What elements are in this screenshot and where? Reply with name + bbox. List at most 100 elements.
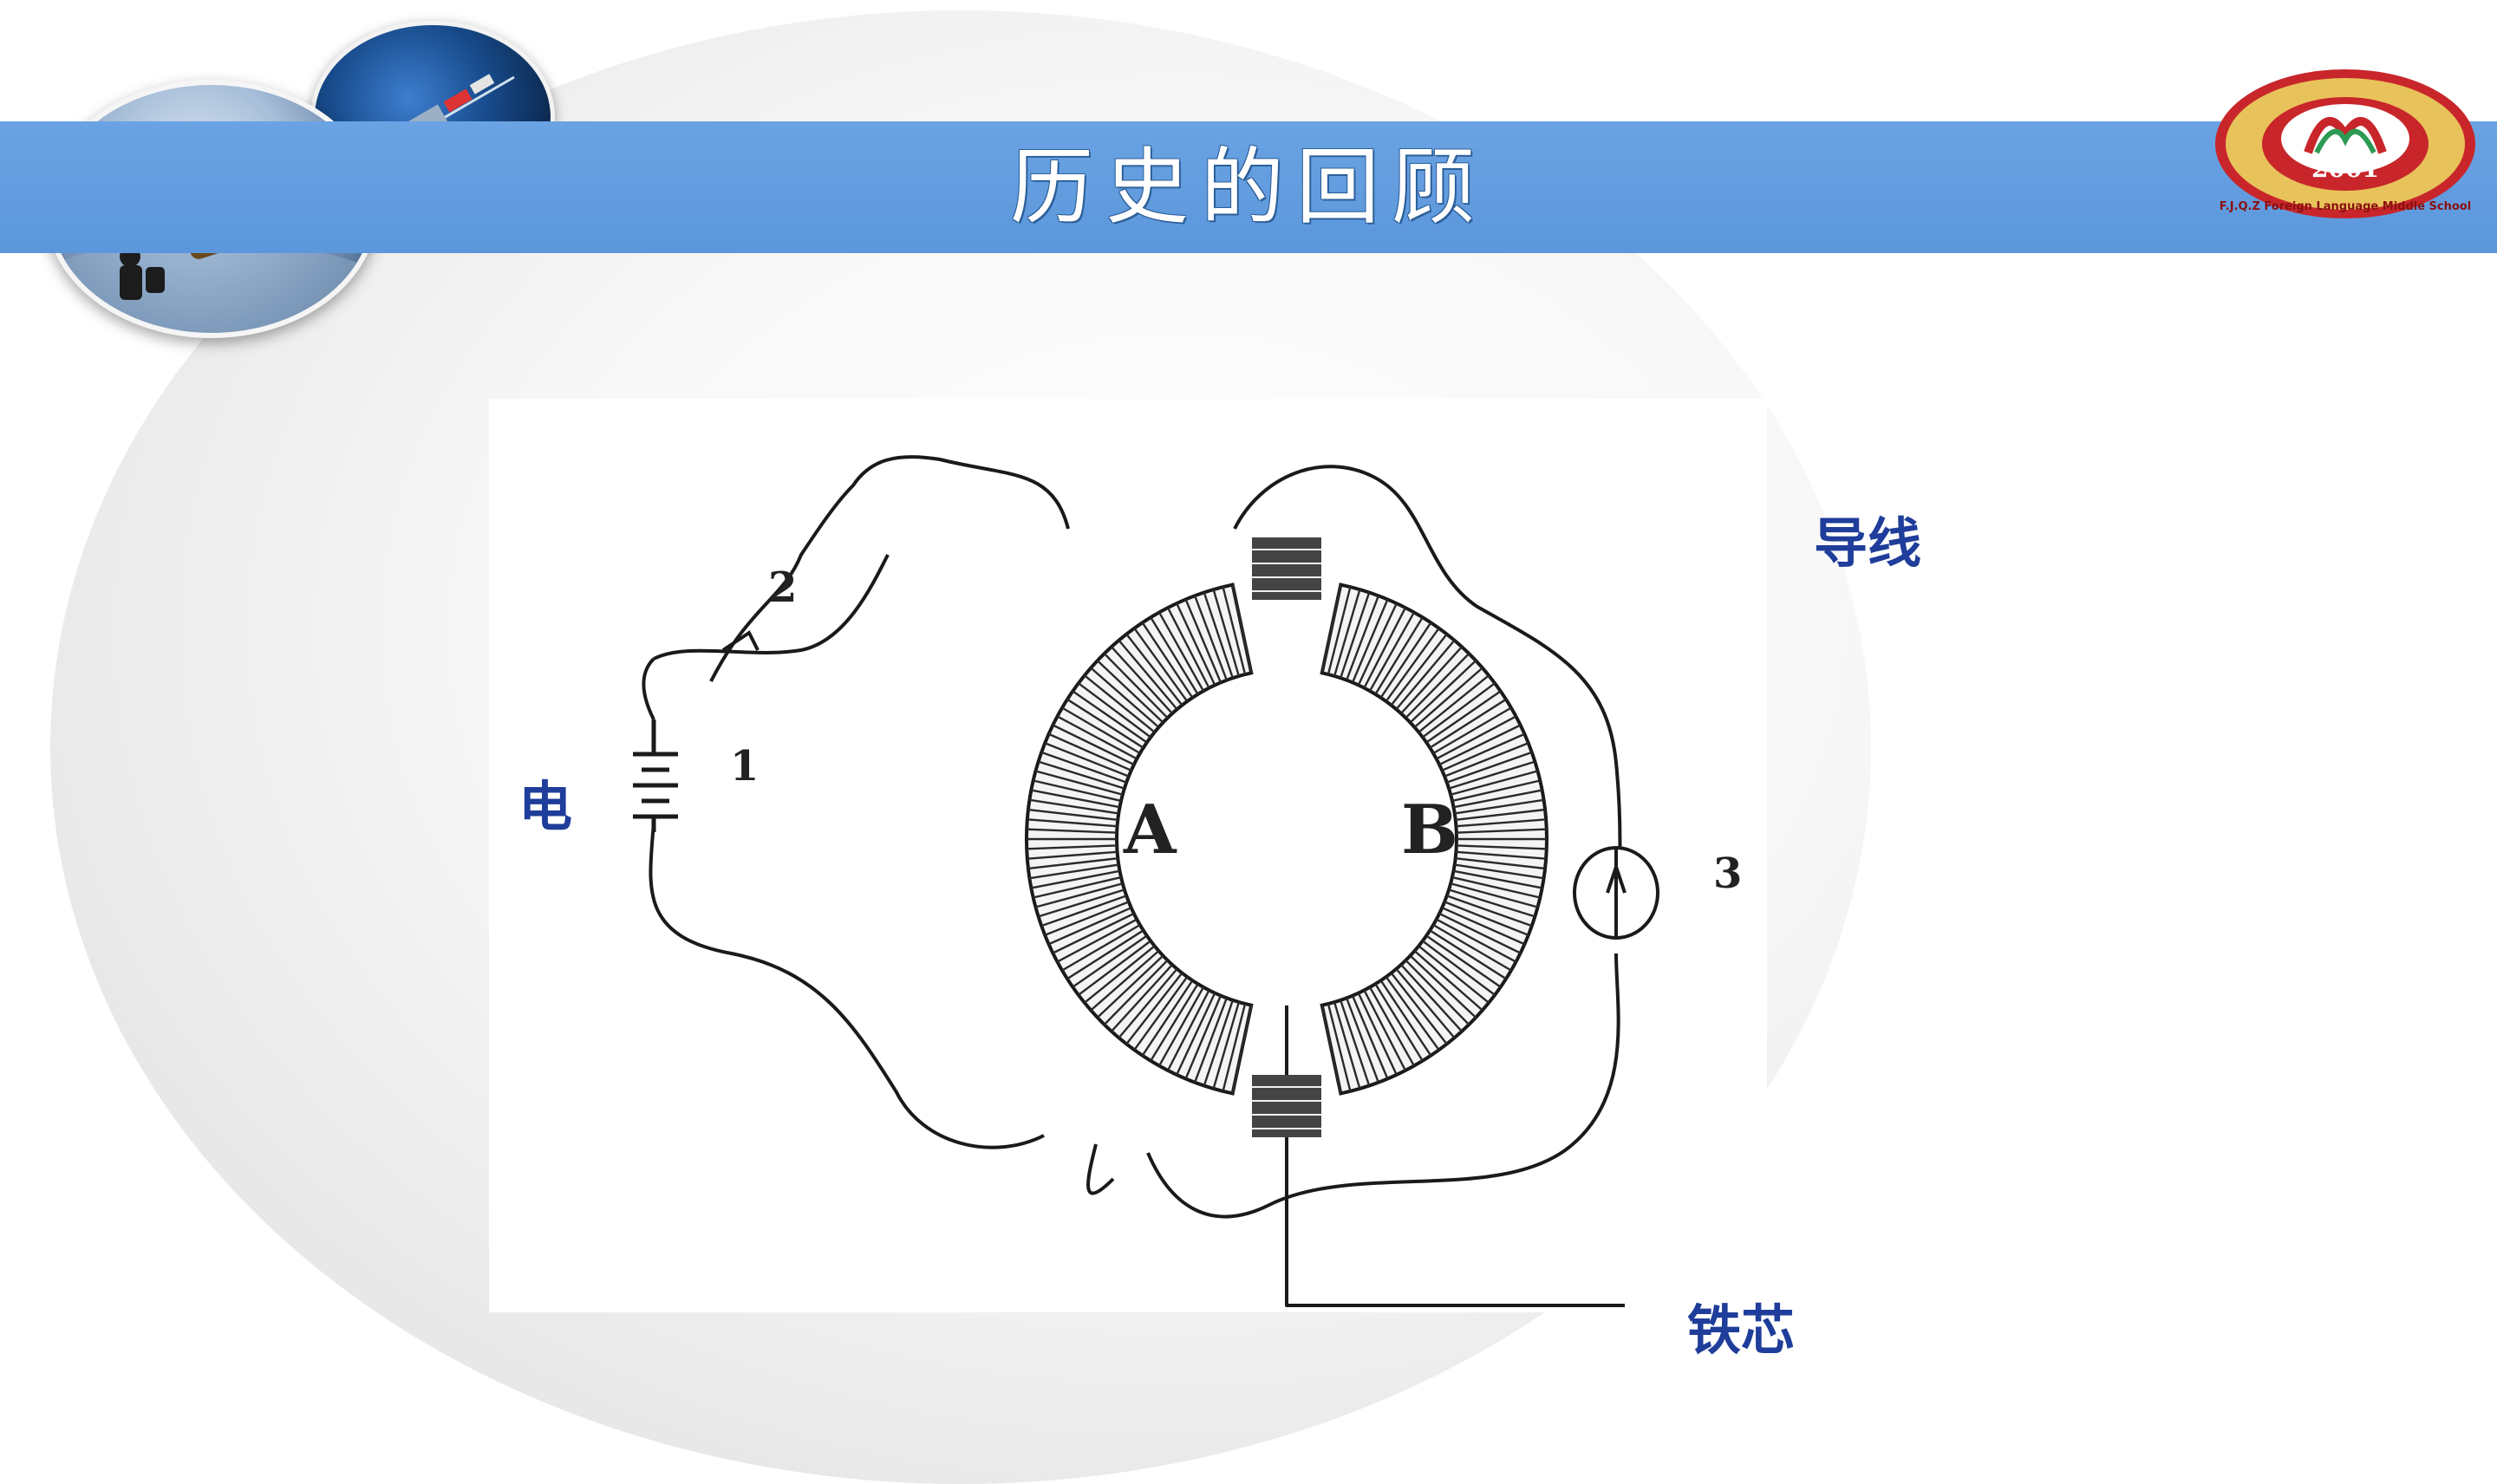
title-band: [0, 121, 2497, 253]
coil-b-winding: [1422, 682, 1496, 739]
coil-b-winding: [1333, 1001, 1361, 1090]
coil-a-winding: [1027, 850, 1118, 860]
coil-b-winding: [1418, 945, 1490, 1004]
coil-b-winding: [1429, 698, 1507, 749]
coil-b-winding: [1456, 818, 1547, 828]
wire-right-bottom: [1146, 953, 1620, 1219]
coil-a-winding: [1150, 616, 1199, 695]
coil-a-winding: [1111, 964, 1173, 1032]
coil-b-winding: [1346, 997, 1380, 1084]
coil-b-winding: [1357, 602, 1398, 686]
coil-a-winding: [1141, 980, 1194, 1057]
coil-a-winding: [1027, 818, 1118, 828]
coil-a-winding: [1038, 760, 1125, 790]
coil-a-winding: [1184, 599, 1222, 683]
coil-a-winding: [1061, 706, 1141, 755]
coil-a-winding: [1056, 715, 1138, 760]
switch-icon: [721, 630, 760, 652]
coil-b-winding: [1395, 968, 1456, 1039]
coil-a-winding: [1096, 954, 1164, 1019]
coil-b: [1320, 583, 1548, 1096]
meter-number: 3: [1713, 849, 1743, 898]
coil-b-winding: [1390, 972, 1448, 1045]
core-bar-bottom: [1252, 1075, 1321, 1137]
coil-a-winding: [1048, 907, 1132, 946]
coil-b-winding: [1363, 607, 1407, 689]
coil-b-winding: [1351, 995, 1389, 1079]
coil-a-winding: [1231, 584, 1253, 674]
coil-b-winding: [1454, 798, 1544, 815]
coil-b-winding: [1429, 929, 1507, 980]
coil-b-body: [1320, 583, 1548, 1096]
coil-a-winding: [1231, 1005, 1253, 1094]
coil-a-winding: [1166, 989, 1210, 1071]
coil-b-winding: [1405, 653, 1470, 719]
coil-a-winding: [1044, 742, 1130, 778]
school-emblem: 2001 F.J.Q.Z Foreign Language Middle Sch…: [2213, 66, 2478, 222]
coil-a-winding: [1027, 844, 1118, 850]
coil-b-winding: [1432, 706, 1512, 755]
coil-a-winding: [1038, 888, 1125, 918]
coil-a-winding: [1118, 639, 1178, 710]
coil-a-winding: [1125, 972, 1183, 1045]
coil-b-winding: [1379, 980, 1432, 1057]
coil-a-winding: [1103, 653, 1169, 719]
coil-b-winding: [1448, 888, 1535, 918]
coil-b-winding: [1441, 732, 1525, 771]
wire-left-lower: [649, 821, 1045, 1149]
coil-a-winding: [1035, 770, 1124, 796]
coil-a-winding: [1044, 901, 1130, 936]
coil-b-winding: [1385, 628, 1440, 702]
coil-b-winding: [1363, 989, 1407, 1071]
coil-b-winding: [1436, 715, 1517, 760]
coil-a-winding: [1184, 995, 1222, 1079]
coil-b-winding: [1409, 954, 1477, 1019]
coil-a-winding: [1052, 724, 1135, 766]
coil-a-winding: [1078, 682, 1151, 739]
coil-b-winding: [1320, 1005, 1342, 1094]
coil-a-winding: [1031, 789, 1120, 809]
wire-bottom-center: [1086, 1143, 1115, 1195]
switch-number: 2: [768, 563, 798, 612]
coil-b-winding: [1436, 918, 1517, 963]
coil-b-winding: [1438, 724, 1522, 766]
emblem-ring-text: F.J.Q.Z Foreign Language Middle School: [2220, 200, 2471, 213]
coil-b-winding: [1425, 690, 1502, 744]
coil-b-winding: [1333, 589, 1361, 677]
coil-b-winding: [1422, 940, 1496, 996]
coil-b-winding: [1456, 850, 1547, 860]
coil-b-winding: [1444, 742, 1529, 778]
coil-b-winding: [1400, 646, 1463, 714]
battery-number: 1: [730, 742, 760, 791]
coil-a-winding: [1222, 1003, 1247, 1092]
coil-a-winding: [1176, 993, 1216, 1076]
coil-a-winding: [1035, 882, 1124, 908]
coil-a-winding: [1111, 646, 1173, 714]
coil-a-winding: [1072, 934, 1148, 988]
coil-a-winding: [1212, 589, 1241, 677]
coil-b-winding: [1448, 760, 1535, 790]
coil-a-winding: [1212, 1001, 1241, 1090]
coil-b-winding: [1357, 993, 1398, 1076]
coil-a-winding: [1066, 929, 1144, 980]
coil-b-winding: [1450, 770, 1538, 796]
coil-a-winding: [1078, 940, 1151, 996]
coil-b-winding: [1446, 895, 1533, 928]
coil-b-winding: [1454, 863, 1544, 880]
battery-icon: [633, 719, 678, 832]
coil-a-winding: [1203, 999, 1234, 1086]
coil-b-winding: [1441, 907, 1525, 946]
coil-b-winding: [1374, 616, 1424, 695]
coil-a-winding: [1056, 918, 1138, 963]
coil-b-winding: [1450, 882, 1538, 908]
core-bar-top: [1252, 537, 1321, 600]
coil-a-winding: [1031, 869, 1120, 889]
coil-a-winding: [1193, 595, 1228, 681]
coil-a-winding: [1157, 986, 1205, 1067]
coil-a-winding: [1029, 798, 1119, 815]
coil-b-winding: [1455, 856, 1546, 870]
coil-a-winding: [1066, 698, 1144, 749]
coil-b-winding: [1451, 875, 1541, 899]
coil-a-winding: [1061, 923, 1141, 972]
page-title: 历史的回顾: [1010, 139, 1487, 236]
